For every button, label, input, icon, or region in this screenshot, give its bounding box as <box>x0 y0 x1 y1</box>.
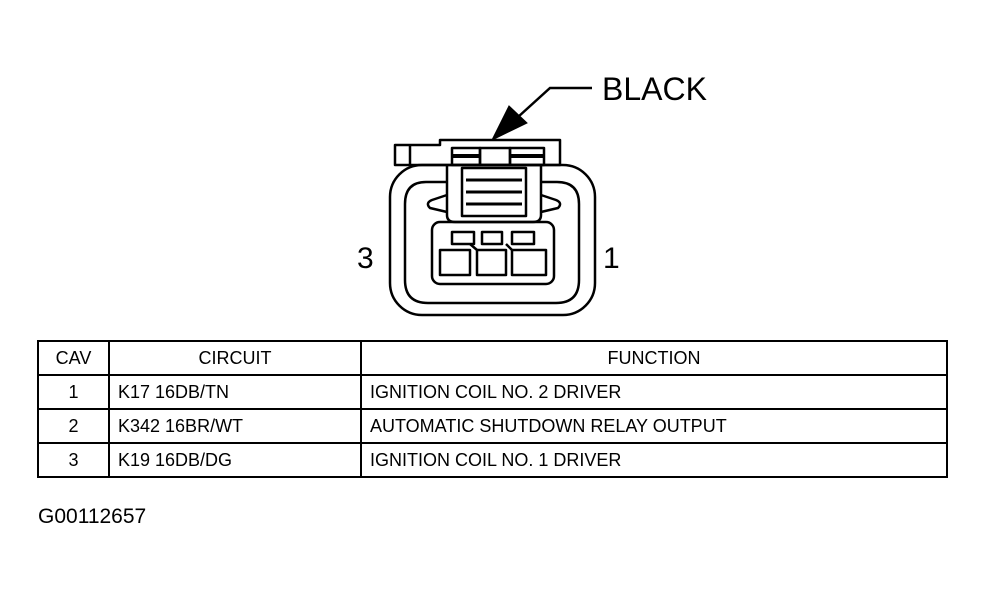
cav-cell: 2 <box>37 408 110 444</box>
cavity-3-label: 3 <box>357 242 374 275</box>
header-cav: CAV <box>37 340 110 376</box>
cav-cell: 3 <box>37 442 110 478</box>
circuit-cell: K342 16BR/WT <box>108 408 362 444</box>
table-row: 3 K19 16DB/DG IGNITION COIL NO. 1 DRIVER <box>37 442 948 478</box>
connector-inner-shell <box>403 180 581 305</box>
connector-lock-tab <box>393 138 562 167</box>
cavity-1-label: 1 <box>603 242 620 275</box>
function-cell: IGNITION COIL NO. 2 DRIVER <box>360 374 948 410</box>
cavity-2 <box>475 248 508 277</box>
pinout-table: CAV CIRCUIT FUNCTION 1 K17 16DB/TN IGNIT… <box>37 340 948 478</box>
connector-color-label: BLACK <box>602 71 707 107</box>
connector-outer-shell <box>388 163 597 317</box>
circuit-cell: K19 16DB/DG <box>108 442 362 478</box>
circuit-cell: K17 16DB/TN <box>108 374 362 410</box>
table-header-row: CAV CIRCUIT FUNCTION <box>37 340 948 376</box>
function-cell: IGNITION COIL NO. 1 DRIVER <box>360 442 948 478</box>
cavity-block <box>430 220 556 286</box>
table-row: 2 K342 16BR/WT AUTOMATIC SHUTDOWN RELAY … <box>37 408 948 444</box>
cav-cell: 1 <box>37 374 110 410</box>
table-row: 1 K17 16DB/TN IGNITION COIL NO. 2 DRIVER <box>37 374 948 410</box>
function-cell: AUTOMATIC SHUTDOWN RELAY OUTPUT <box>360 408 948 444</box>
header-circuit: CIRCUIT <box>108 340 362 376</box>
cavity-1 <box>510 248 548 277</box>
cavity-3 <box>438 248 472 277</box>
connector-drawing <box>388 138 597 317</box>
header-function: FUNCTION <box>360 340 948 376</box>
figure-id: G00112657 <box>38 505 147 528</box>
color-leader-arrow <box>490 86 592 142</box>
